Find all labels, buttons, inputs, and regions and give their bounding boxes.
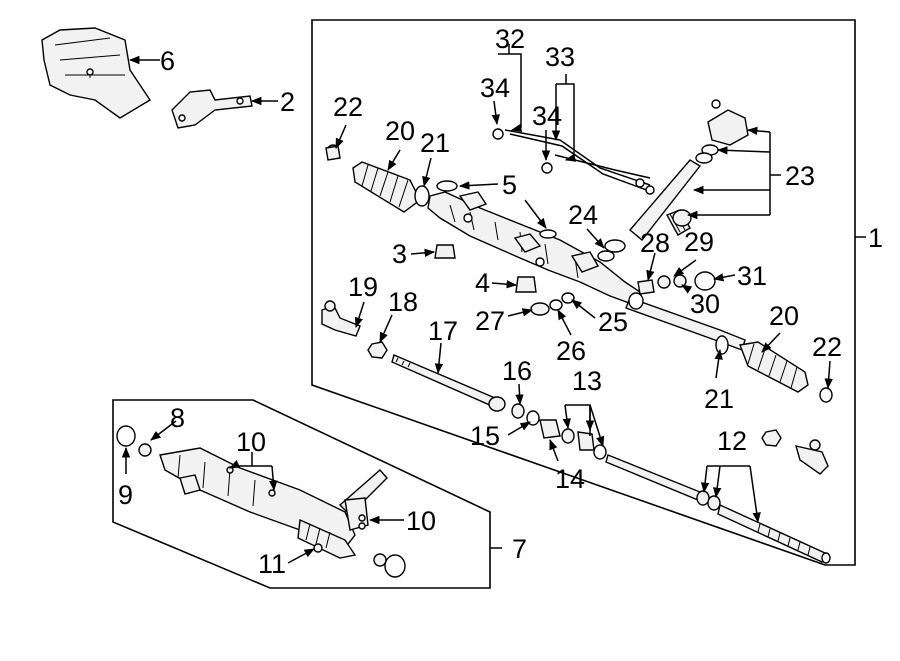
leader-lines [121,44,833,564]
callout-32: 32 [495,24,525,54]
rack-housing-part [427,191,641,305]
callout-12: 12 [717,426,747,456]
boot-left-part [352,161,421,213]
callout-18: 18 [388,287,418,317]
small-parts-main [434,180,716,316]
callout-10-top: 10 [236,427,266,457]
callout-1: 1 [868,223,883,253]
callout-27: 27 [475,306,505,336]
callout-6: 6 [160,46,175,76]
clamp-parts [325,145,341,161]
callout-7: 7 [512,534,527,564]
callout-10-right: 10 [406,506,436,536]
bracket-part [171,89,253,129]
callout-20-right: 20 [769,301,799,331]
callout-25: 25 [598,307,628,337]
callout-33: 33 [545,42,575,72]
tie-rod-end-left [321,300,388,359]
callout-20-left: 20 [385,116,415,146]
callout-14: 14 [555,464,585,494]
heat-shield-part [41,27,151,119]
assembly-1-frame [311,19,856,566]
callout-28: 28 [640,228,670,258]
callout-24: 24 [568,200,598,230]
callout-21-left: 21 [420,128,450,158]
assembly-7-frame [112,399,491,589]
callout-22-left: 22 [333,92,363,122]
tie-rod-end-right [761,429,829,475]
callout-30: 30 [690,289,720,319]
callout-21-right: 21 [704,384,734,414]
callout-29: 29 [684,227,714,257]
callout-26: 26 [556,336,586,366]
pinion-valve-part [629,99,749,241]
inner-tie-rod-left [391,354,506,412]
callout-11: 11 [258,549,286,579]
callout-15: 15 [470,421,500,451]
callout-8: 8 [170,403,185,433]
callout-4: 4 [475,268,490,298]
boot-right-part [715,335,833,403]
callout-13: 13 [572,366,602,396]
callout-19: 19 [348,272,378,302]
callout-34-right: 34 [532,101,562,131]
callout-16: 16 [502,356,532,386]
inner-tie-rod-right [605,454,831,564]
callout-3: 3 [392,239,407,269]
callout-9: 9 [118,480,133,510]
callout-31: 31 [737,261,767,291]
callout-5: 5 [502,170,517,200]
callout-34-left: 34 [480,73,510,103]
callout-2: 2 [280,87,295,117]
callout-17: 17 [428,316,458,346]
callout-22-right: 22 [812,332,842,362]
callout-labels: 1 2 3 4 5 6 7 8 9 10 10 11 12 13 14 15 1… [118,24,883,579]
hydraulic-lines-part [492,128,655,195]
callout-23: 23 [785,161,815,191]
